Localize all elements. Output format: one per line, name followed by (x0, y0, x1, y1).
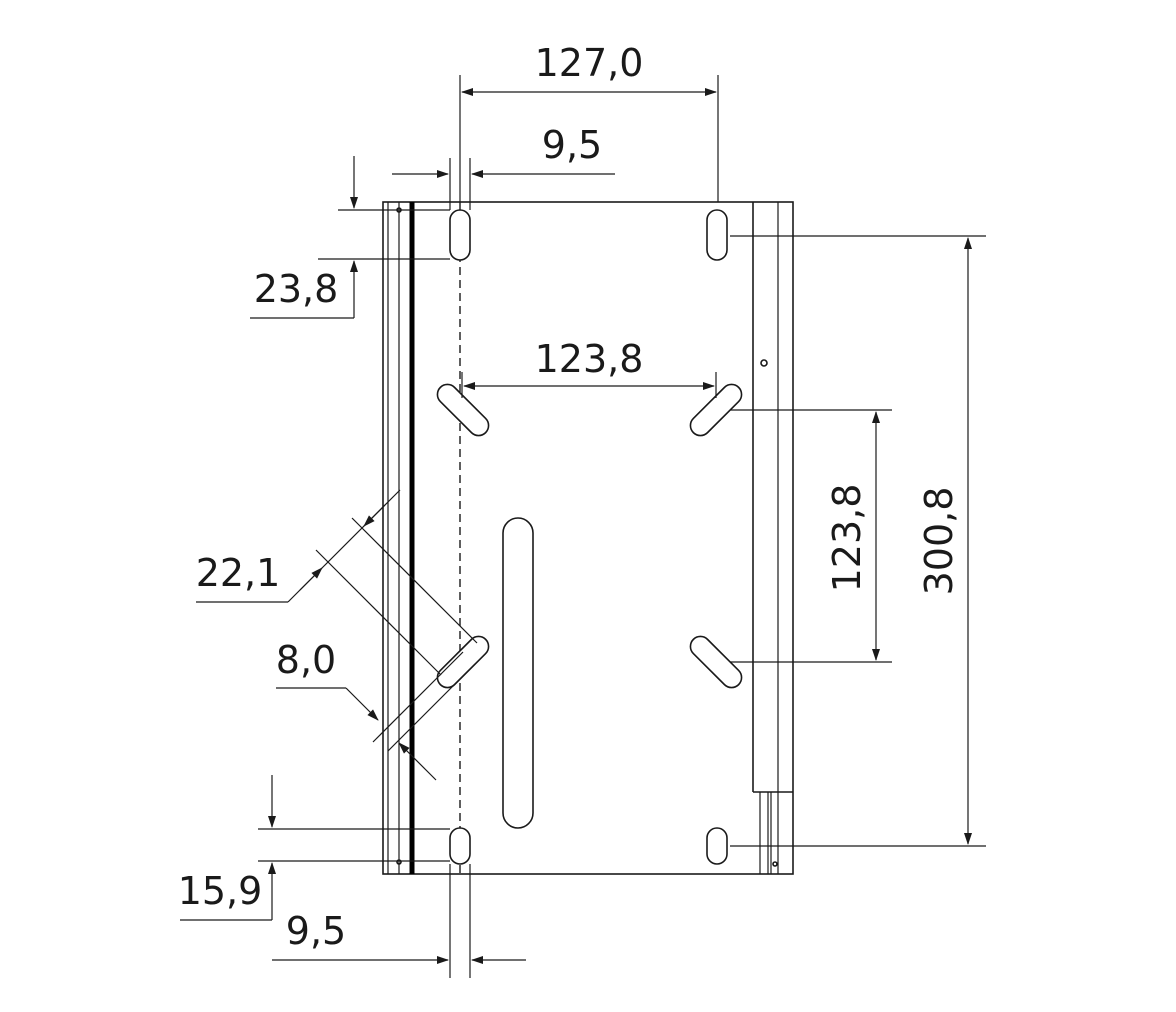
plate-outline (382, 201, 794, 875)
dim-label-slot-length: 22,1 (196, 551, 281, 595)
dim-label-slot-width: 8,0 (276, 638, 336, 682)
dim-label-top-width: 127,0 (535, 41, 644, 85)
slots (436, 209, 743, 865)
slot-bottom-right (706, 827, 728, 865)
dim-label-bottom-slot-height: 15,9 (178, 869, 263, 913)
dim-top-slot-height: 23,8 (250, 156, 450, 319)
dim-diagonal-slot-spacing: 123,8 (461, 337, 717, 398)
dim-left-offset-top: 9,5 (392, 123, 615, 210)
slot-diag-upper-left (436, 383, 490, 437)
dim-overall-slot-spacing: 300,8 (730, 235, 986, 847)
slot-diag-upper-right (689, 383, 743, 437)
slot-top-right (706, 209, 728, 261)
dim-top-width: 127,0 (459, 41, 719, 202)
slot-bottom-left (449, 827, 471, 865)
dim-vertical-slot-spacing: 123,8 (730, 409, 892, 663)
dim-bottom-slot-height: 15,9 (178, 775, 450, 921)
slot-diag-middle-left (436, 635, 490, 689)
dim-label-left-offset-top: 9,5 (542, 123, 602, 167)
slot-top-left (449, 209, 471, 261)
dim-label-vertical-slot-spacing: 123,8 (825, 484, 869, 593)
slot-center-long (502, 517, 534, 829)
dim-label-top-slot-height: 23,8 (254, 267, 339, 311)
dim-label-diagonal-slot-spacing: 123,8 (535, 337, 644, 381)
dim-left-offset-bottom: 9,5 (272, 864, 526, 978)
slot-diag-middle-right (689, 635, 743, 689)
dim-label-overall-slot-spacing: 300,8 (917, 487, 961, 596)
dim-label-left-offset-bottom: 9,5 (286, 909, 346, 953)
dim-slot-length: 22,1 (196, 489, 478, 676)
right-flange (752, 202, 793, 874)
dim-slot-width: 8,0 (276, 638, 476, 781)
